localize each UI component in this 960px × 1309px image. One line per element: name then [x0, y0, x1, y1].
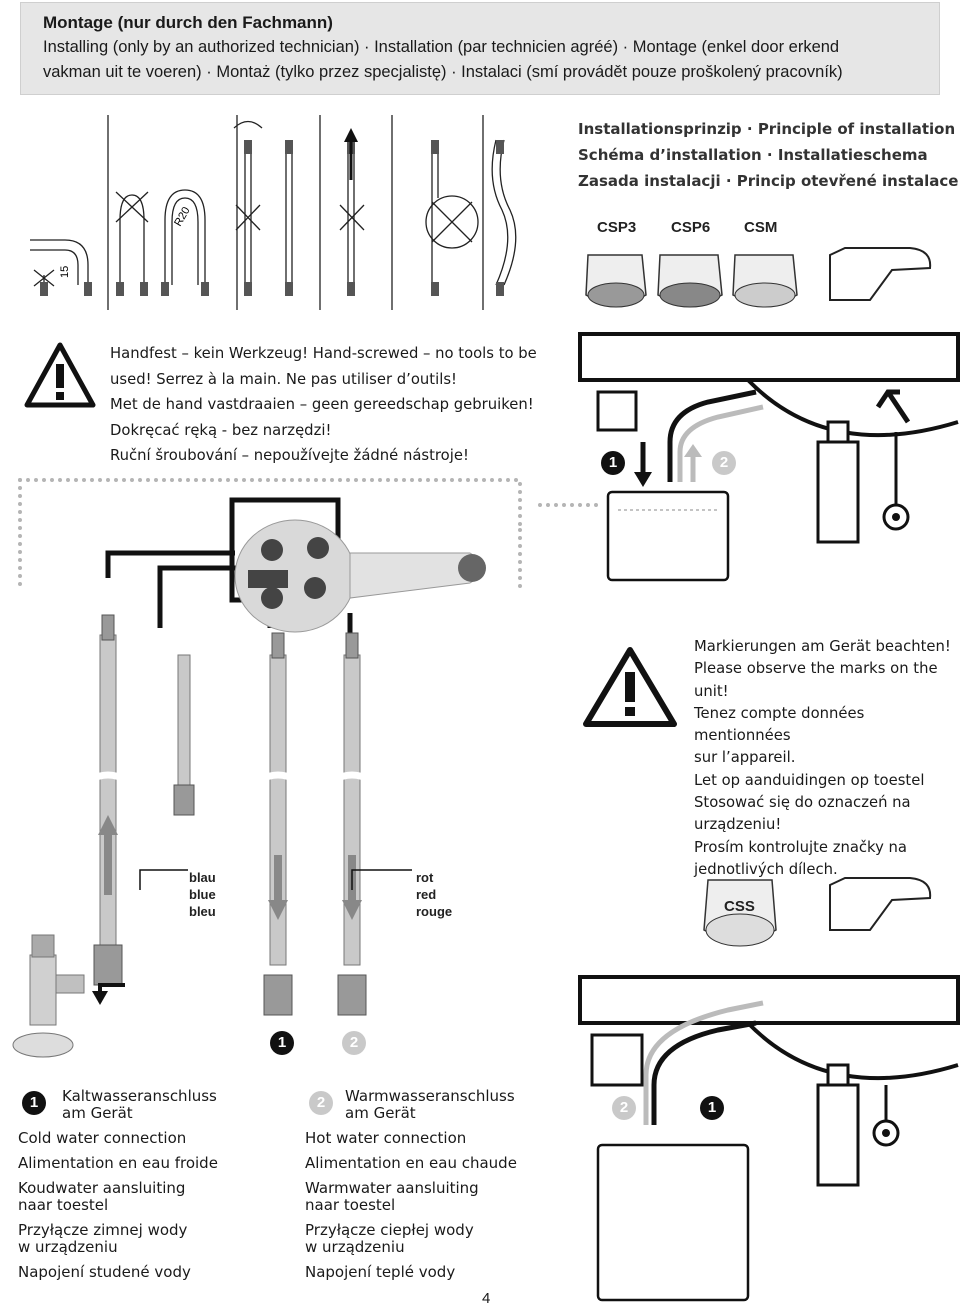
legend-hot-cz: Napojení teplé vody	[305, 1263, 456, 1281]
legend-cold-nl-l1: Koudwater aansluiting	[18, 1179, 186, 1197]
sink-installation-diagram-1	[578, 332, 960, 582]
bend-length-label: 15	[59, 266, 71, 278]
legend-hot-en: Hot water connection	[305, 1129, 467, 1147]
principle-heading: Installationsprinzip · Principle of inst…	[578, 116, 958, 194]
header-box: Montage (nur durch den Fachmann) Install…	[20, 2, 940, 95]
aerator-code-csp3: CSP3	[597, 219, 637, 236]
sink-installation-diagram-2	[578, 975, 960, 1302]
legend-hot-pl-l1: Przyłącze ciepłej wody	[305, 1221, 474, 1239]
warning2-line9: jednotlivých dílech.	[694, 860, 838, 878]
warning1-line5: Ruční šroubování – nepoužívejte žádné ná…	[110, 447, 469, 465]
warning2-line7: urządzeniu!	[694, 816, 782, 834]
page-number: 4	[482, 1290, 491, 1307]
blue-hose-label: blau blue bleu	[189, 869, 216, 920]
red-hose-leader	[351, 869, 412, 890]
warning1-line4: Dokręcać ręką - bez narzędzi!	[110, 421, 332, 439]
warning-observe-marks: Markierungen am Gerät beachten! Please o…	[694, 636, 960, 881]
legend-cold-fr: Alimentation en eau froide	[18, 1154, 218, 1172]
warning2-line4: sur l’appareil.	[694, 749, 796, 767]
legend-cold-en: Cold water connection	[18, 1129, 187, 1147]
warning2-line3: Tenez compte données mentionnées	[694, 704, 865, 745]
legend-cold-de-l1: Kaltwasseranschluss	[62, 1087, 217, 1105]
dotted-frame	[18, 478, 602, 592]
legend-cold-de-l2: am Gerät	[62, 1104, 133, 1122]
legend-hot-nl-l2: naar toestel	[305, 1196, 396, 1214]
warning1-line2: used! Serrez à la main. Ne pas utiliser …	[110, 370, 457, 388]
warning-triangle-icon-2	[583, 647, 677, 727]
legend-cold-pl-l1: Przyłącze zimnej wody	[18, 1221, 188, 1239]
warning-handtight: Handfest – kein Werkzeug! Hand-screwed –…	[110, 341, 537, 469]
warning2-line1: Markierungen am Gerät beachten!	[694, 638, 951, 655]
aerator-code-csp6: CSP6	[671, 219, 711, 236]
aerator-code-css: CSS	[724, 898, 755, 915]
legend-hot-fr: Alimentation en eau chaude	[305, 1154, 517, 1172]
red-hose-fr: rouge	[416, 904, 453, 919]
legend-hot-de-l2: am Gerät	[345, 1104, 416, 1122]
marker-cold-1: 1	[601, 451, 625, 475]
legend-cold-number: 1	[22, 1091, 46, 1115]
hose-marker-2: 2	[342, 1031, 366, 1055]
marker-hot-2: 2	[712, 451, 736, 475]
principle-line2: Schéma d’installation · Installatieschem…	[578, 146, 928, 164]
angle-valve-illustration	[12, 934, 125, 1058]
warning2-line2: Please observe the marks on the unit!	[694, 660, 938, 700]
header-subtitle-line1: Installing (only by an authorized techni…	[43, 38, 840, 56]
warning2-line5: Let op aanduidingen op toestel	[694, 771, 925, 789]
legend-cold-pl-l2: w urządzeniu	[18, 1238, 118, 1256]
red-hose-en: red	[416, 887, 437, 902]
blue-hose-fr: bleu	[189, 904, 216, 919]
principle-line1: Installationsprinzip · Principle of inst…	[578, 120, 956, 138]
warning1-line3: Met de hand vastdraaien – geen gereedsch…	[110, 396, 534, 414]
blue-hose-leader	[139, 869, 188, 890]
faucet-connection-illustration	[105, 497, 486, 638]
css-aerator-illustration	[703, 877, 932, 947]
header-subtitle-line2: vakman uit te voeren) · Montaż (tylko pr…	[43, 63, 843, 81]
aerator-code-csm: CSM	[744, 219, 778, 236]
red-hose-label: rot red rouge	[416, 869, 452, 920]
legend-cold-cz: Napojení studené vody	[18, 1263, 191, 1281]
blue-hose-en: blue	[189, 887, 216, 902]
warning1-line1: Handfest – kein Werkzeug! Hand-screwed –…	[110, 345, 537, 362]
marker-hot-2-diagram2: 2	[612, 1096, 636, 1120]
warning2-line8: Prosím kontrolujte značky na	[694, 838, 908, 856]
page-title: Montage (nur durch den Fachmann)	[43, 13, 333, 32]
legend-hot-number: 2	[309, 1091, 333, 1115]
legend-hot-de-l1: Warmwasseranschluss	[345, 1087, 515, 1105]
marker-cold-1-diagram2: 1	[700, 1096, 724, 1120]
legend-hot-nl-l1: Warmwater aansluiting	[305, 1179, 479, 1197]
hoses-illustration	[88, 614, 372, 1016]
legend-hot-pl-l2: w urządzeniu	[305, 1238, 405, 1256]
hose-marker-1: 1	[270, 1031, 294, 1055]
warning-triangle-icon	[24, 342, 96, 408]
red-hose-de: rot	[416, 870, 434, 885]
bend-radius-label: R20	[172, 205, 192, 228]
aerators-illustration	[585, 247, 932, 308]
blue-hose-de: blau	[189, 870, 216, 885]
principle-line3: Zasada instalacji · Princip otevřené ins…	[578, 172, 959, 190]
warning2-line6: Stosować się do oznaczeń na	[694, 794, 911, 812]
legend-cold-nl-l2: naar toestel	[18, 1196, 109, 1214]
hose-bending-diagram: R20 15	[30, 115, 517, 310]
